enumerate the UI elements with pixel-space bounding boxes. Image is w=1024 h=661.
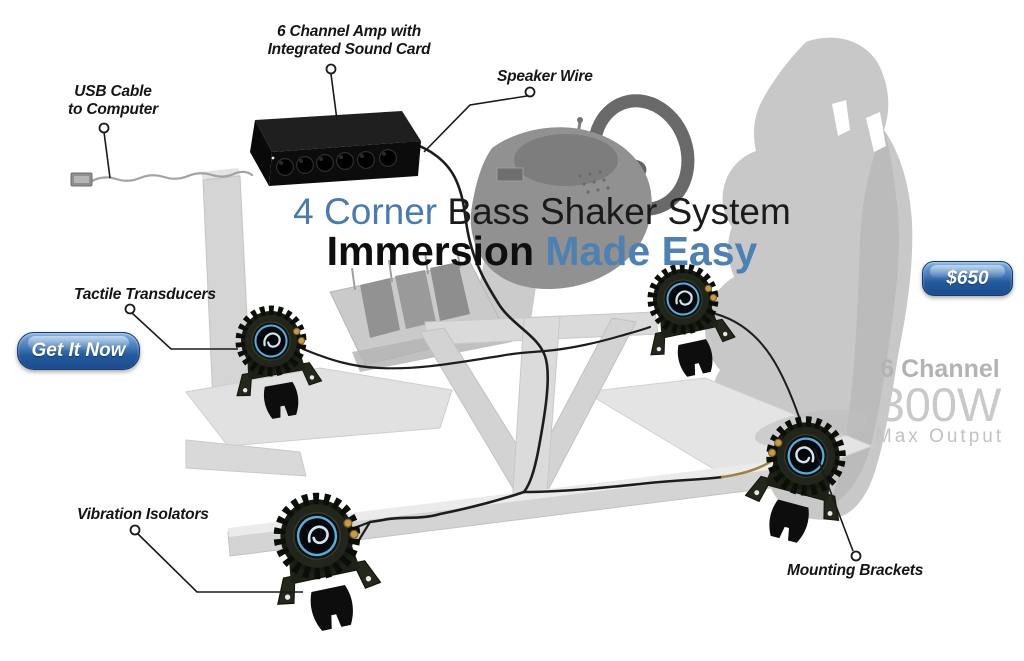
usb-callout-dot [98,122,110,134]
base-plate [185,367,453,447]
seat-belt-hole [832,100,850,136]
usb-cable [90,170,254,183]
wire-cross [301,325,652,370]
tactile-callout-dot [124,303,136,315]
vibration-callout-dot [129,524,141,536]
spec-power: 300W [878,378,1002,431]
spec-block: 6 Channel 300W Max Output [862,356,1018,447]
mounting-brackets-label: Mounting Brackets [787,562,924,579]
get-it-now-button[interactable]: Get It Now [17,332,140,370]
speaker-callout-dot [524,86,536,98]
speaker-wires [301,140,807,542]
tactile-transducers-label: Tactile Transducers [74,286,216,303]
spec-max-output: Max Output [875,426,1005,447]
headline: 4 Corner Bass Shaker System Immersion Ma… [252,193,832,272]
amp-power-led [271,156,275,160]
callout-lines [103,73,854,593]
amp-callout-dot [325,63,337,75]
mounting-callout-dot [850,550,862,562]
wire-left-branch [368,490,526,524]
amp-knobs [271,149,398,177]
price-badge[interactable]: $650 [922,261,1013,296]
vibration-isolators-label: Vibration Isolators [77,506,209,523]
ghost-rig [185,37,913,557]
speaker-wire-label: Speaker Wire [497,68,593,85]
wire-right-branch [522,475,724,494]
headline-line1: 4 Corner Bass Shaker System [293,191,791,232]
amp-label: 6 Channel Amp with Integrated Sound Card [267,23,431,58]
wire-amp-main [406,140,550,494]
seat-belt-hole [866,112,886,152]
headline-line2: Immersion Made Easy [326,228,758,274]
usb-cable-label: USB Cable to Computer [68,83,158,118]
spec-channels: 6 Channel [880,355,1000,383]
amplifier [250,111,421,186]
callout-dots [98,63,862,562]
